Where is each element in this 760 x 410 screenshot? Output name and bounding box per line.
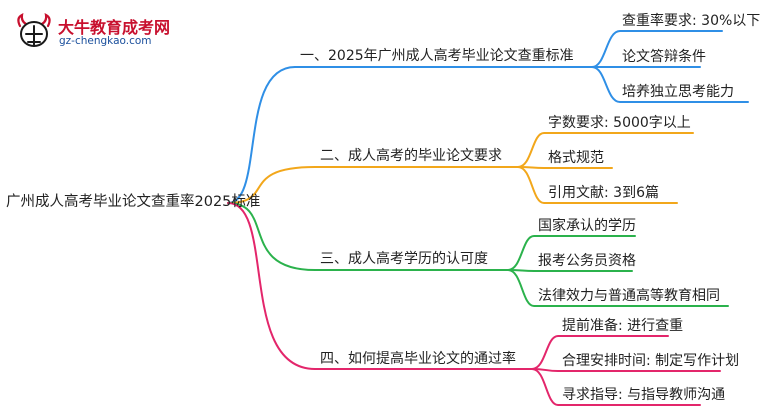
leaf-3-3-connector bbox=[507, 269, 729, 307]
leaf-2-1: 字数要求: 5000字以上 bbox=[548, 115, 691, 131]
leaf-4-1-connector bbox=[531, 335, 669, 370]
leaf-2-3: 引用文献: 3到6篇 bbox=[548, 185, 659, 201]
branch-3-label: 三、成人高考学历的认可度 bbox=[320, 251, 488, 267]
branch-2-label: 二、成人高考的毕业论文要求 bbox=[320, 148, 502, 164]
leaf-4-1: 提前准备: 进行查重 bbox=[562, 318, 684, 334]
leaf-4-2: 合理安排时间: 制定写作计划 bbox=[562, 353, 740, 369]
leaf-2-1-connector bbox=[517, 132, 694, 168]
root-topic: 广州成人高考毕业论文查重率2025标准 bbox=[6, 194, 261, 210]
leaf-2-3-connector bbox=[517, 166, 678, 204]
branch-2-connector bbox=[227, 166, 316, 204]
leaf-4-3-connector bbox=[531, 368, 701, 406]
branch-3-connector bbox=[227, 202, 316, 271]
branch-1-label: 一、2025年广州成人高考毕业论文查重标准 bbox=[300, 48, 574, 64]
leaf-3-2: 报考公务员资格 bbox=[538, 253, 636, 269]
branch-4-connector bbox=[227, 202, 316, 370]
leaf-1-2: 论文答辩条件 bbox=[622, 49, 706, 65]
site-logo[interactable]: 大牛教育成考网 gz-chengkao.com bbox=[12, 10, 172, 54]
leaf-1-3: 培养独立思考能力 bbox=[622, 84, 734, 100]
leaf-3-1-connector bbox=[507, 235, 636, 271]
leaf-1-3-connector bbox=[591, 66, 749, 103]
leaf-2-2: 格式规范 bbox=[548, 150, 604, 166]
leaf-3-2-connector bbox=[507, 269, 633, 272]
branch-1-connector bbox=[227, 66, 296, 204]
leaf-4-3: 寻求指导: 与指导教师沟通 bbox=[562, 387, 726, 403]
leaf-1-1: 查重率要求: 30%以下 bbox=[622, 13, 760, 29]
branch-4-label: 四、如何提高毕业论文的通过率 bbox=[320, 351, 516, 367]
logo-title: 大牛教育成考网 bbox=[58, 18, 171, 37]
leaf-2-2-connector bbox=[517, 166, 613, 169]
ox-logo-icon bbox=[17, 13, 51, 47]
leaf-1-1-connector bbox=[591, 30, 723, 68]
leaf-3-3: 法律效力与普通高等教育相同 bbox=[538, 288, 720, 304]
logo-url[interactable]: gz-chengkao.com bbox=[59, 35, 152, 47]
leaf-3-1: 国家承认的学历 bbox=[538, 218, 636, 234]
